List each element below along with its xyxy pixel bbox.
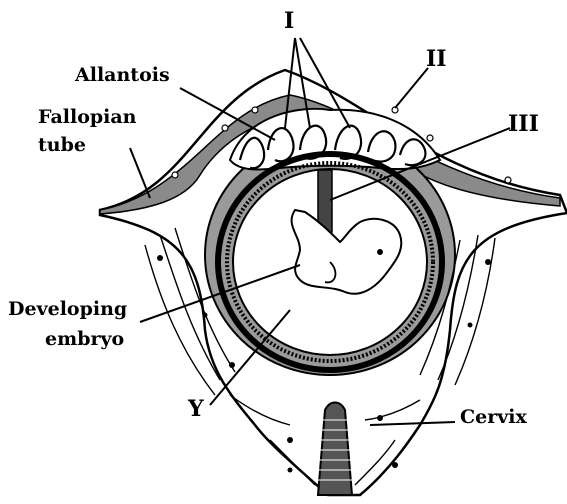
label-ii: II (426, 48, 447, 70)
leader-ii (395, 68, 428, 108)
label-developing: Developing (8, 300, 127, 319)
label-iii: III (508, 113, 539, 135)
label-allantois: Allantois (75, 66, 170, 85)
label-fallopian: Fallopian (38, 108, 137, 127)
embryo-eye (377, 249, 383, 255)
label-y: Y (188, 398, 204, 420)
label-embryo: embryo (45, 330, 124, 349)
label-tube: tube (38, 136, 86, 155)
label-i: I (284, 10, 294, 32)
leader-fallopian (130, 148, 150, 198)
label-cervix: Cervix (460, 408, 527, 427)
